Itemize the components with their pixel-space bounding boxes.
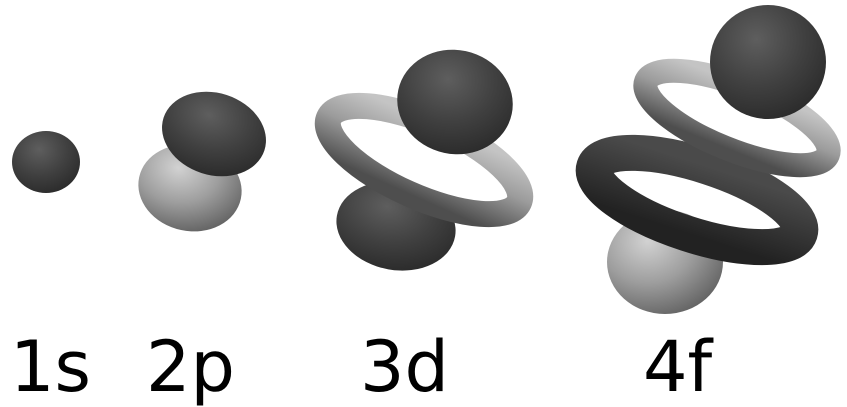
orbital-label-1s: 1s	[10, 326, 91, 407]
orbital-4f-shape	[575, 5, 841, 314]
orbital-label-3d: 3d	[360, 326, 449, 407]
p-lobe-upper	[162, 91, 266, 177]
f-torus-dark	[575, 134, 819, 266]
f-lobe-upper	[710, 5, 826, 119]
orbital-2p-shape	[138, 91, 266, 232]
orbital-label-2p: 2p	[146, 326, 235, 407]
orbital-1s-shape	[12, 131, 80, 193]
orbital-3d-shape	[314, 49, 534, 271]
s-lobe	[12, 131, 80, 193]
orbital-label-4f: 4f	[643, 326, 714, 407]
d-lobe-upper	[397, 49, 513, 155]
